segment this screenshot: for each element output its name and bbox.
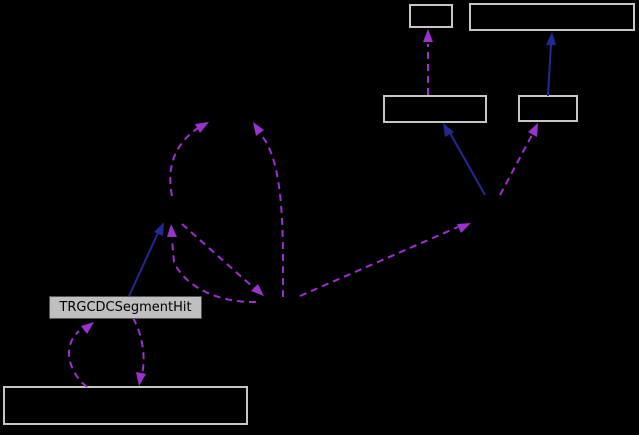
edge-inheritance-mid-right-to-top-wide: [546, 32, 556, 97]
arrowhead-icon: [423, 29, 433, 42]
edge-line: [499, 134, 533, 196]
arrowhead-icon: [136, 372, 146, 386]
arrowhead-icon: [81, 322, 94, 334]
edge-inheritance-node-d-to-mid-left: [443, 123, 486, 196]
arrowhead-icon: [154, 222, 164, 236]
edge-usage-node-d-to-mid-right: [499, 123, 538, 196]
edge-line: [171, 239, 257, 304]
edge-usage-mid-left-to-top-small: [423, 29, 433, 95]
node-trgcdcsegmenthit[interactable]: TRGCDCSegmentHit: [49, 296, 202, 319]
arrowhead-icon: [253, 122, 264, 136]
edge-usage-node-a-to-node-c: [181, 223, 264, 296]
edge-line: [68, 330, 88, 388]
edge-usage-bottom-wide-to-main: [68, 322, 94, 388]
arrowhead-icon: [443, 123, 454, 137]
unlabeled-node-mid-right[interactable]: [518, 95, 578, 122]
arrowhead-icon: [167, 224, 177, 237]
unlabeled-node-mid-left[interactable]: [383, 95, 487, 123]
edge-line: [547, 43, 552, 97]
unlabeled-node-bottom-wide[interactable]: [3, 386, 248, 425]
edge-usage-node-a-to-node-b: [169, 122, 209, 197]
edge-line: [132, 317, 145, 378]
edge-inheritance-main-to-node-a: [128, 222, 164, 297]
arrowhead-icon: [528, 123, 538, 137]
edge-usage-main-to-bottom-wide: [132, 317, 146, 386]
node-label: TRGCDCSegmentHit: [59, 300, 192, 315]
arrowhead-icon: [195, 122, 209, 133]
edge-line: [449, 132, 486, 196]
edge-line: [299, 226, 459, 297]
unlabeled-node-top-wide[interactable]: [469, 3, 635, 31]
edge-line: [128, 232, 159, 297]
arrowhead-icon: [457, 223, 471, 233]
edge-usage-node-c-to-node-b: [253, 122, 285, 298]
arrowhead-icon: [546, 32, 556, 45]
edge-usage-node-c-to-node-a: [167, 224, 257, 304]
edge-line: [181, 223, 255, 289]
arrowhead-icon: [251, 284, 264, 296]
edge-line: [169, 127, 199, 197]
edge-line: [261, 135, 285, 298]
edge-usage-node-c-to-node-d: [299, 223, 471, 297]
unlabeled-node-top-small[interactable]: [409, 4, 453, 28]
